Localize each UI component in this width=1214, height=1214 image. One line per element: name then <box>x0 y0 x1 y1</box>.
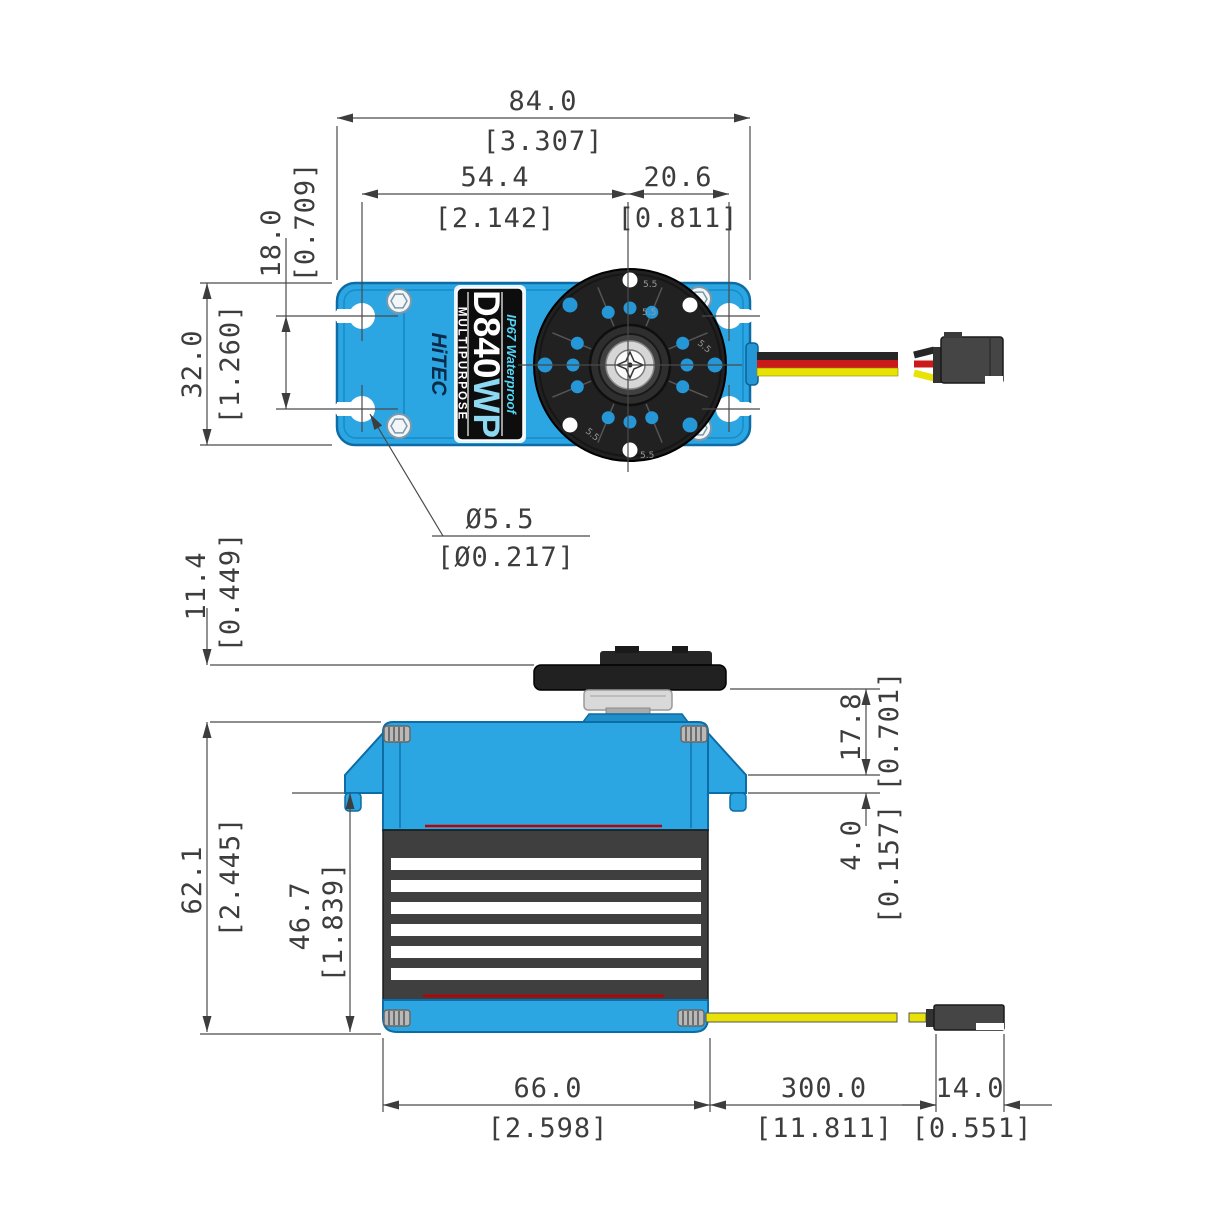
hole-size-label: 5.5 <box>643 280 657 290</box>
dim-spline-to-left-in: [2.142] <box>435 203 556 234</box>
shaft-boss <box>581 713 690 723</box>
dimensions-top-view: 84.0 [3.307] 54.4 [2.142] 20.6 [0.811] <box>177 86 760 573</box>
dim-spline-to-left: 54.4 [2.142] <box>362 162 628 234</box>
dim-case-length-in: [2.598] <box>488 1113 609 1144</box>
cable-connector-side <box>933 1004 1005 1031</box>
dim-mount-hole-dia-mm: Ø5.5 <box>465 504 534 535</box>
dim-mount-pitch-mm: 18.0 <box>256 208 287 277</box>
dim-horn-height: 11.4 [0.449] <box>181 532 246 665</box>
dim-flange-thickness: 4.0 [0.157] <box>836 793 905 924</box>
dim-flange-thickness-mm: 4.0 <box>836 819 867 871</box>
heatsink-fins <box>382 829 709 1001</box>
mount-flange-right <box>707 730 747 794</box>
dim-overall-length: 84.0 [3.307] <box>337 86 750 157</box>
dim-top-to-flange-in: [0.701] <box>874 671 905 792</box>
horn-holes-mid <box>566 301 694 429</box>
horn-washer <box>583 689 673 711</box>
dim-overall-length-in: [3.307] <box>483 126 604 157</box>
cable-grommet <box>745 342 759 386</box>
knurled-screw-icon <box>383 725 708 743</box>
dim-cable-length-in: [11.811] <box>755 1113 893 1144</box>
dim-top-to-flange-mm: 17.8 <box>836 692 867 761</box>
cable-connector-top <box>933 332 1004 384</box>
dim-spline-to-right: 20.6 [0.811] <box>618 162 739 234</box>
dim-body-width: 32.0 [1.260] <box>177 283 246 445</box>
mount-flange-left <box>344 730 384 794</box>
dim-spline-to-right-in: [0.811] <box>618 203 739 234</box>
dim-top-to-flange: 17.8 [0.701] <box>836 671 905 792</box>
dim-mount-pitch-in: [0.709] <box>290 162 321 283</box>
dim-overall-height: 62.1 [2.445] <box>177 722 246 1032</box>
dim-spline-to-right-mm: 20.6 <box>643 162 712 193</box>
dim-cable-length-mm: 300.0 <box>781 1073 867 1104</box>
dim-overall-height-in: [2.445] <box>215 817 246 938</box>
dim-body-width-mm: 32.0 <box>177 329 208 398</box>
label-rating: IP67 Waterproof <box>504 314 519 415</box>
dim-lower-height-in: [1.839] <box>318 862 349 983</box>
dim-spline-to-left-mm: 54.4 <box>460 162 529 193</box>
label-category: MULTIPURPOSE <box>456 307 468 422</box>
dim-connector-length: 14.0 [0.551] <box>902 1073 1052 1144</box>
servo-cable-side <box>705 1004 1005 1031</box>
dim-mount-hole-dia: Ø5.5 [Ø0.217] <box>366 411 590 573</box>
hole-size-label: 5.5 <box>640 451 654 461</box>
dim-overall-length-mm: 84.0 <box>508 86 577 117</box>
knurled-screw-icon <box>383 1009 705 1027</box>
horn-holes-outer <box>537 272 723 458</box>
top-view: IP67 Waterproof D840WP MULTIPURPOSE HiTE… <box>177 86 1004 573</box>
servo-body-side <box>344 721 747 1033</box>
dim-mount-hole-dia-in: [Ø0.217] <box>437 542 575 573</box>
dim-cable-length: 300.0 [11.811] <box>710 1073 936 1144</box>
dim-overall-height-mm: 62.1 <box>177 845 208 914</box>
servo-cable-top <box>745 332 1004 386</box>
label-model: D840WP <box>466 290 507 438</box>
spline-screw-icon <box>615 350 645 380</box>
brand-logo: HiTEC <box>427 333 450 397</box>
dim-body-width-in: [1.260] <box>215 304 246 425</box>
dim-flange-thickness-in: [0.157] <box>874 804 905 925</box>
dim-lower-height: 46.7 [1.839] <box>285 793 355 1032</box>
dim-case-length-mm: 66.0 <box>513 1073 582 1104</box>
dim-mount-pitch: 18.0 [0.709] <box>256 162 321 409</box>
dim-case-length: 66.0 [2.598] <box>383 1073 710 1144</box>
dim-connector-length-in: [0.551] <box>912 1113 1033 1144</box>
case-upper <box>382 721 709 831</box>
dim-lower-height-mm: 46.7 <box>285 881 316 950</box>
dim-connector-length-mm: 14.0 <box>935 1073 1004 1104</box>
product-label: IP67 Waterproof D840WP MULTIPURPOSE HiTE… <box>427 285 526 443</box>
servo-horn-side <box>533 646 727 723</box>
dim-horn-height-mm: 11.4 <box>181 551 212 620</box>
side-view: 11.4 [0.449] 62.1 [2.445] 46.7 [1.839] <box>177 532 1052 1144</box>
hole-size-label: 5.5 <box>642 308 656 318</box>
dim-horn-height-in: [0.449] <box>215 532 246 653</box>
dimensions-side-view: 11.4 [0.449] 62.1 [2.445] 46.7 [1.839] <box>177 532 1052 1144</box>
case-lower <box>382 999 709 1033</box>
